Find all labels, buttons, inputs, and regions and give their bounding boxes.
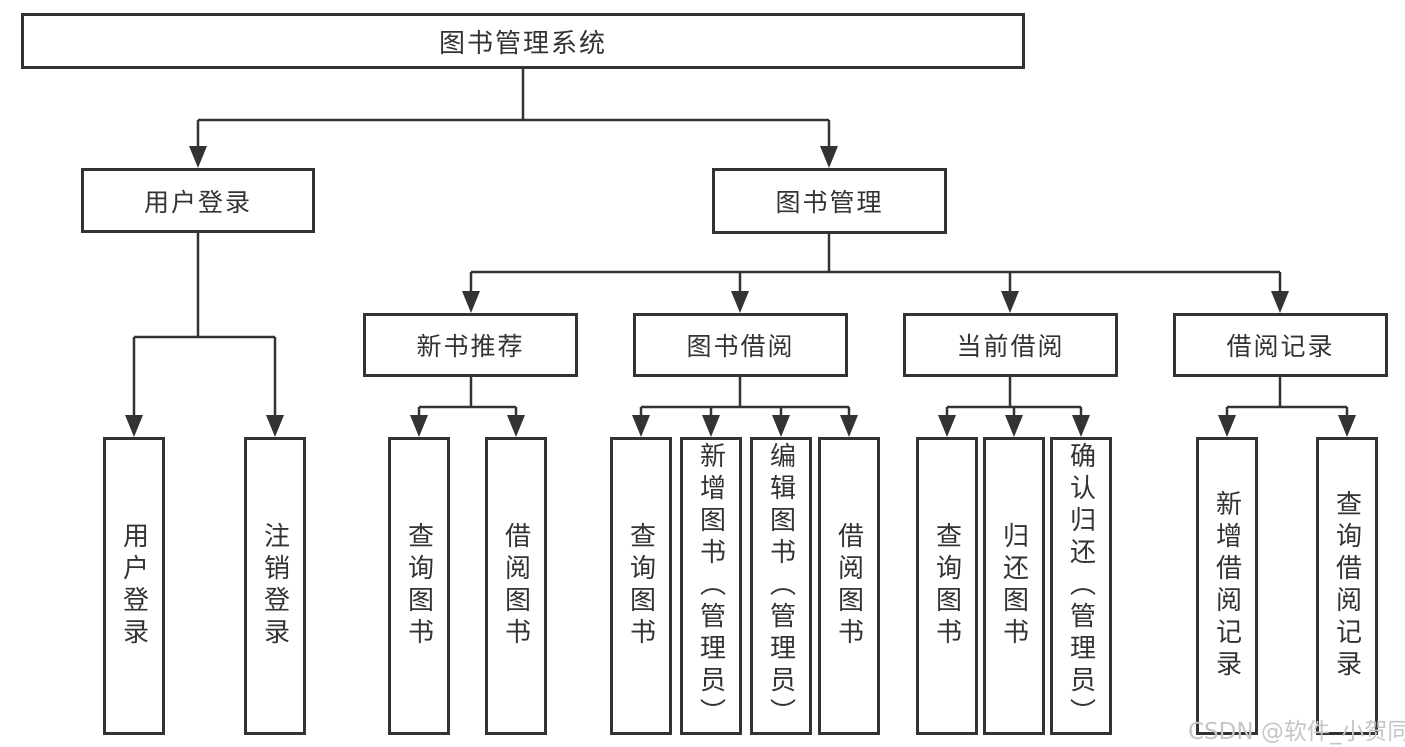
arrowheads bbox=[125, 146, 1356, 437]
leaf-label: 用户登录 bbox=[118, 522, 149, 650]
leaf-label: 借阅图书 bbox=[833, 522, 864, 650]
leaf-label: 查询图书 bbox=[625, 522, 656, 650]
leaf-label: 注销登录 bbox=[259, 522, 290, 650]
leaf-label: 新增借阅记录 bbox=[1211, 490, 1242, 682]
leaf-label: 查询图书 bbox=[403, 522, 434, 650]
leaf-label: 确认归还（管理员） bbox=[1065, 442, 1096, 730]
leaf-label: 归还图书 bbox=[998, 522, 1029, 650]
node-library-management-system: 图书管理系统 bbox=[21, 13, 1025, 69]
node-book-borrowing: 图书借阅 bbox=[633, 313, 848, 377]
leaf-borrow-books-recommend: 借阅图书 bbox=[485, 437, 547, 735]
leaf-logout: 注销登录 bbox=[244, 437, 306, 735]
leaf-query-borrow-record: 查询借阅记录 bbox=[1316, 437, 1378, 735]
leaf-borrow-books: 借阅图书 bbox=[818, 437, 880, 735]
leaf-label: 查询借阅记录 bbox=[1331, 490, 1362, 682]
csdn-watermark: CSDN @软件_小贺同学 bbox=[1188, 719, 1405, 745]
node-label: 当前借阅 bbox=[956, 332, 1065, 361]
leaf-add-book-admin: 新增图书（管理员） bbox=[680, 437, 742, 735]
node-label: 新书推荐 bbox=[416, 332, 525, 361]
leaf-confirm-return-admin: 确认归还（管理员） bbox=[1050, 437, 1112, 735]
node-book-management: 图书管理 bbox=[712, 168, 947, 234]
leaf-label: 借阅图书 bbox=[500, 522, 531, 650]
node-label: 借阅记录 bbox=[1226, 332, 1335, 361]
node-label: 图书管理 bbox=[775, 188, 884, 217]
leaf-edit-book-admin: 编辑图书（管理员） bbox=[750, 437, 812, 735]
leaf-user-login: 用户登录 bbox=[103, 437, 165, 735]
leaf-query-books-borrow: 查询图书 bbox=[610, 437, 672, 735]
leaf-label: 编辑图书（管理员） bbox=[765, 442, 796, 730]
node-label: 图书借阅 bbox=[686, 332, 795, 361]
leaf-return-books: 归还图书 bbox=[983, 437, 1045, 735]
node-new-book-recommendation: 新书推荐 bbox=[363, 313, 578, 377]
node-borrowing-records: 借阅记录 bbox=[1173, 313, 1388, 377]
node-label: 图书管理系统 bbox=[438, 28, 607, 59]
node-user-login: 用户登录 bbox=[81, 168, 315, 233]
tree-edges bbox=[132, 69, 1349, 420]
leaf-label: 新增图书（管理员） bbox=[695, 442, 726, 730]
leaf-add-borrow-record: 新增借阅记录 bbox=[1196, 437, 1258, 735]
node-label: 用户登录 bbox=[143, 187, 252, 217]
leaf-label: 查询图书 bbox=[931, 522, 962, 650]
node-current-borrowing: 当前借阅 bbox=[903, 313, 1118, 377]
leaf-query-books-recommend: 查询图书 bbox=[388, 437, 450, 735]
leaf-query-books-current: 查询图书 bbox=[916, 437, 978, 735]
